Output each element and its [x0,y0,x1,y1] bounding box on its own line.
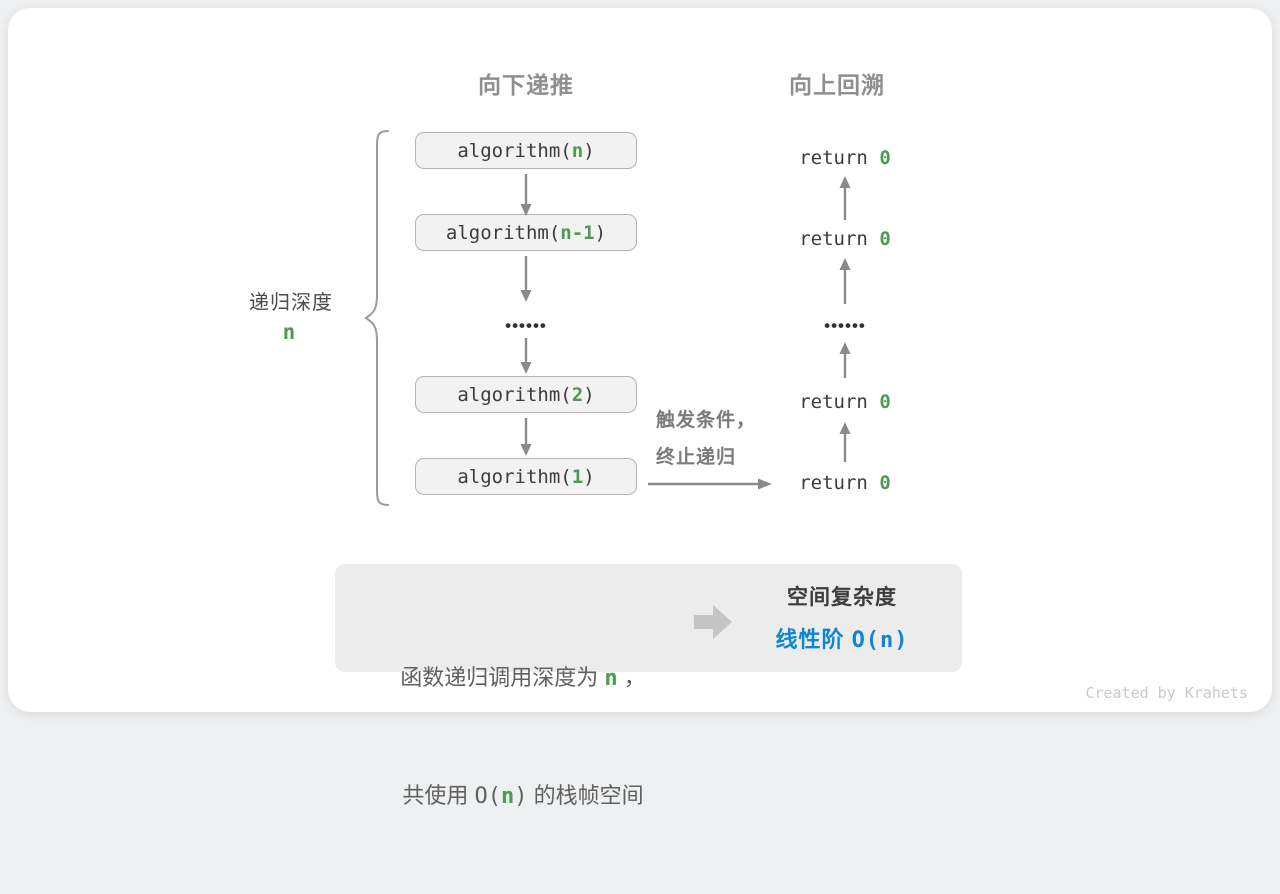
summary-line2-var: n [501,784,515,809]
call-box-n-close: ) [583,139,595,162]
call-box-n-text: algorithm( [457,139,572,162]
up-arrow-1 [839,176,851,220]
summary-line1-text: 函数递归调用深度为 [400,665,605,690]
depth-brace [364,130,389,506]
right-ellipsis: •••••• [824,316,866,335]
call-box-2-arg: 2 [571,383,584,406]
return-keyword: return [799,147,880,169]
call-box-1-text: algorithm( [457,465,572,488]
call-box-n-1: algorithm(n-1) [415,214,637,251]
summary-line2-text1: 共使用 [402,783,475,808]
termination-annotation-line1: 触发条件， [656,410,757,431]
complexity-bigO: O(n) [851,628,909,653]
return-line-1: return 0 [745,145,945,171]
summary-line1-comma: ， [617,665,646,690]
depth-variable: n [282,320,296,344]
up-arrow-4 [839,422,851,462]
call-box-2-text: algorithm( [457,383,572,406]
call-box-2: algorithm(2) [415,376,637,413]
call-box-1-close: ) [583,465,595,488]
call-box-n-arg: n [571,139,584,162]
return-line-4: return 0 [745,470,945,496]
header-upward-backtrack: 向上回溯 [789,72,885,98]
header-downward-recursion: 向下递推 [478,72,574,98]
return-value: 0 [879,472,891,494]
return-value: 0 [879,391,891,413]
summary-line1-var: n [604,666,618,691]
call-box-1-arg: 1 [571,465,584,488]
return-line-3: return 0 [745,389,945,415]
up-arrow-3 [839,342,851,378]
down-arrow-1 [520,174,532,216]
summary-line2-bigO-close: ) [514,784,528,809]
diagram-card: 向下递推 向上回溯 递归深度 n algorithm(n) algorithm(… [8,8,1272,809]
depth-label: 递归深度 [249,292,333,314]
space-complexity-title: 空间复杂度 [787,586,897,609]
termination-annotation: 触发条件， 终止递归 [656,402,786,476]
call-box-2-close: ) [583,383,595,406]
return-value: 0 [879,228,891,250]
return-keyword: return [799,391,880,413]
left-ellipsis: •••••• [505,316,547,335]
down-arrow-3 [520,338,532,374]
summary-line2-bigO-open: O( [474,784,502,809]
summary-description: 函数递归调用深度为 n ， 共使用 O(n) 的栈帧空间 [353,580,693,894]
call-box-n: algorithm(n) [415,132,637,169]
return-line-2: return 0 [745,226,945,252]
down-arrow-2 [520,256,532,302]
call-box-n-1-close: ) [594,221,607,244]
termination-annotation-line2: 终止递归 [656,447,737,468]
call-box-1: algorithm(1) [415,458,637,495]
complexity-order-label: 线性阶 [775,627,852,652]
implies-arrow-icon [694,605,732,639]
call-box-n-1-arg: n-1 [560,221,595,244]
up-arrow-2 [839,258,851,304]
space-complexity-value: 线性阶 O(n) [727,622,957,654]
return-keyword: return [799,228,880,250]
summary-line-2: 共使用 O(n) 的栈帧空间 [353,776,693,816]
return-keyword: return [799,472,880,494]
summary-line2-text2: 的栈帧空间 [527,783,644,808]
terminate-arrow [648,478,772,490]
credit-text: Created by Krahets [1085,684,1248,702]
summary-box: 函数递归调用深度为 n ， 共使用 O(n) 的栈帧空间 空间复杂度 线性阶 O… [335,564,962,809]
down-arrow-4 [520,418,532,456]
call-box-n-1-text: algorithm( [445,221,561,244]
summary-conclusion: 空间复杂度 线性阶 O(n) [727,581,957,654]
summary-line-1: 函数递归调用深度为 n ， [353,658,693,698]
return-value: 0 [879,147,891,169]
